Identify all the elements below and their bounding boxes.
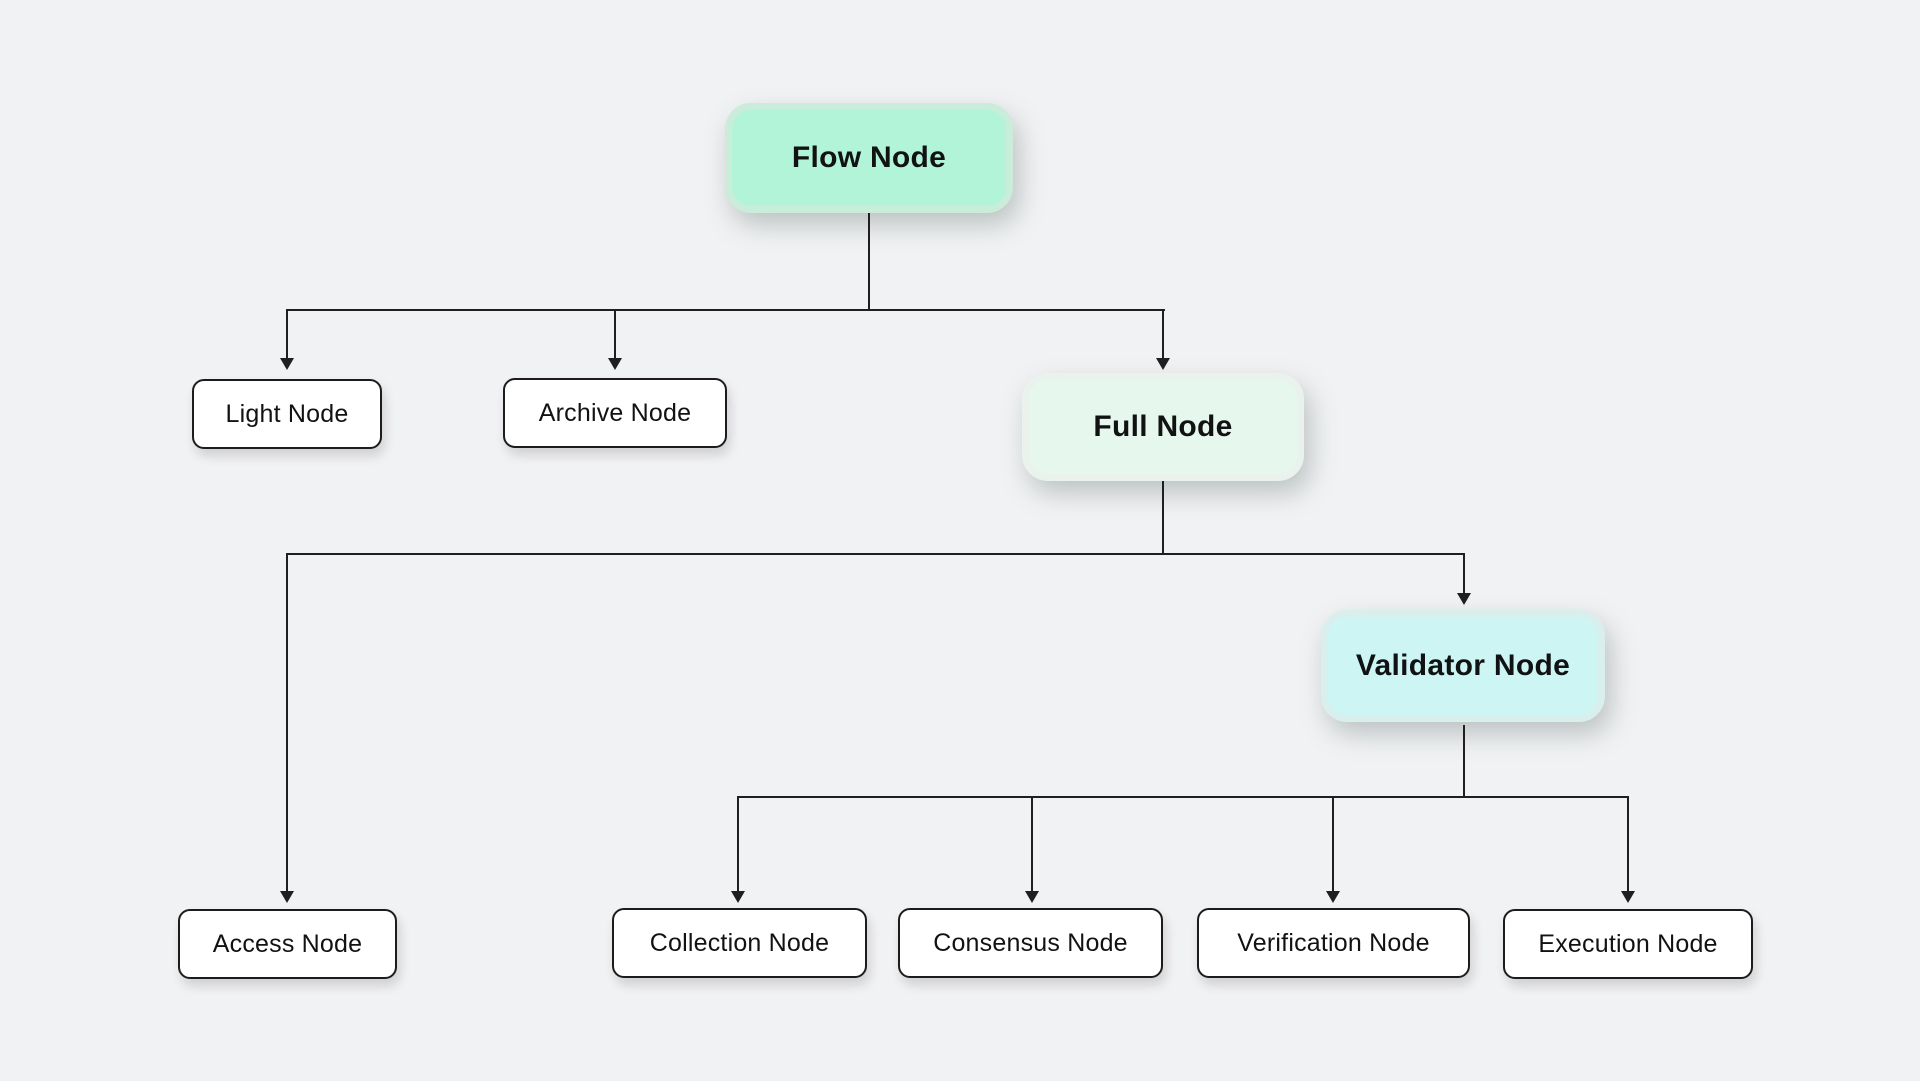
node-consensus: Consensus Node [898,908,1163,978]
connector-drop-consensus [1031,796,1033,892]
node-full-label: Full Node [1093,410,1233,443]
node-light-label: Light Node [225,399,349,428]
connector-drop-full [1162,309,1164,359]
node-access-label: Access Node [212,929,363,958]
node-access: Access Node [178,909,397,979]
connector-full-rail [286,553,1465,555]
connector-validator-rail [737,796,1629,798]
arrowhead-access [280,891,294,903]
connector-drop-light [286,309,288,359]
arrowhead-consensus [1025,891,1039,903]
node-flow: Flow Node [725,103,1013,213]
connector-drop-archive [614,309,616,359]
connector-drop-validator [1463,553,1465,594]
connector-flow-rail [286,309,1165,311]
node-verification-label: Verification Node [1237,928,1430,957]
node-execution-label: Execution Node [1538,929,1718,958]
arrowhead-execution [1621,891,1635,903]
connector-drop-collection [737,796,739,892]
node-verification: Verification Node [1197,908,1470,978]
arrowhead-archive [608,358,622,370]
node-validator-label: Validator Node [1355,649,1571,682]
arrowhead-collection [731,891,745,903]
arrowhead-verification [1326,891,1340,903]
node-consensus-label: Consensus Node [933,928,1128,957]
connector-flow-stem [868,213,870,310]
connector-drop-access [286,553,288,892]
node-validator: Validator Node [1321,610,1605,722]
node-archive-label: Archive Node [538,398,692,427]
arrowhead-validator [1457,593,1471,605]
connector-full-stem [1162,481,1164,554]
node-flow-label: Flow Node [791,141,947,174]
arrowhead-full [1156,358,1170,370]
node-light: Light Node [192,379,382,449]
connector-validator-stem [1463,725,1465,798]
node-full: Full Node [1022,373,1304,481]
node-execution: Execution Node [1503,909,1753,979]
arrowhead-light [280,358,294,370]
node-collection: Collection Node [612,908,867,978]
node-collection-label: Collection Node [649,928,830,957]
node-archive: Archive Node [503,378,727,448]
connector-drop-execution [1627,796,1629,892]
connector-drop-verification [1332,796,1334,892]
